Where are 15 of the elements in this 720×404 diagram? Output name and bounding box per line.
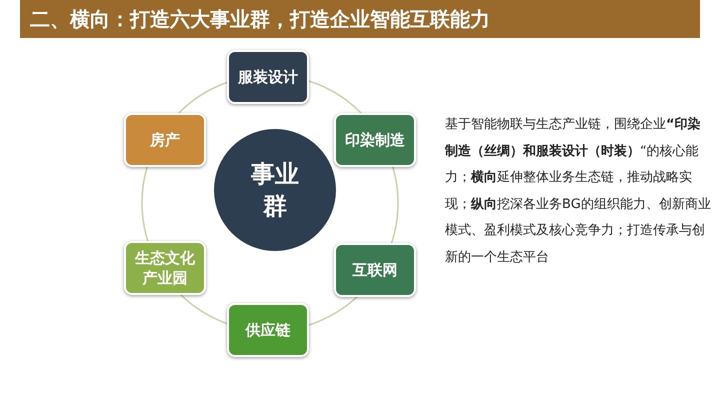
category-box [124,241,206,295]
category-box [334,243,416,297]
node-label: 供应链 [246,320,290,340]
node-label: 服装设计 [238,67,298,87]
category-box [334,113,416,167]
title-banner: 二、横向：打造六大事业群，打造企业智能互联能力 [20,0,700,38]
node-label: 印染制造 [345,130,405,150]
category-box [124,113,206,167]
node-label: 生态文化产业园 [134,248,196,288]
node-label: 房产 [150,130,180,150]
node-label: 互联网 [352,260,398,280]
category-box [227,50,309,104]
description-paragraph: 基于智能物联与生态产业链，围绕企业“印染制造（丝绸）和服装设计（时装）“的核心能力；横向延伸整体业务生态链，推动战略实现；纵向挖深各业务BG的组织能力、创新商业模式、盈利模式及核心竞争力；打造传承与创新的一个生态平台 [445,116,712,266]
node-label: 事业群 [250,159,300,222]
category-box [227,303,309,357]
